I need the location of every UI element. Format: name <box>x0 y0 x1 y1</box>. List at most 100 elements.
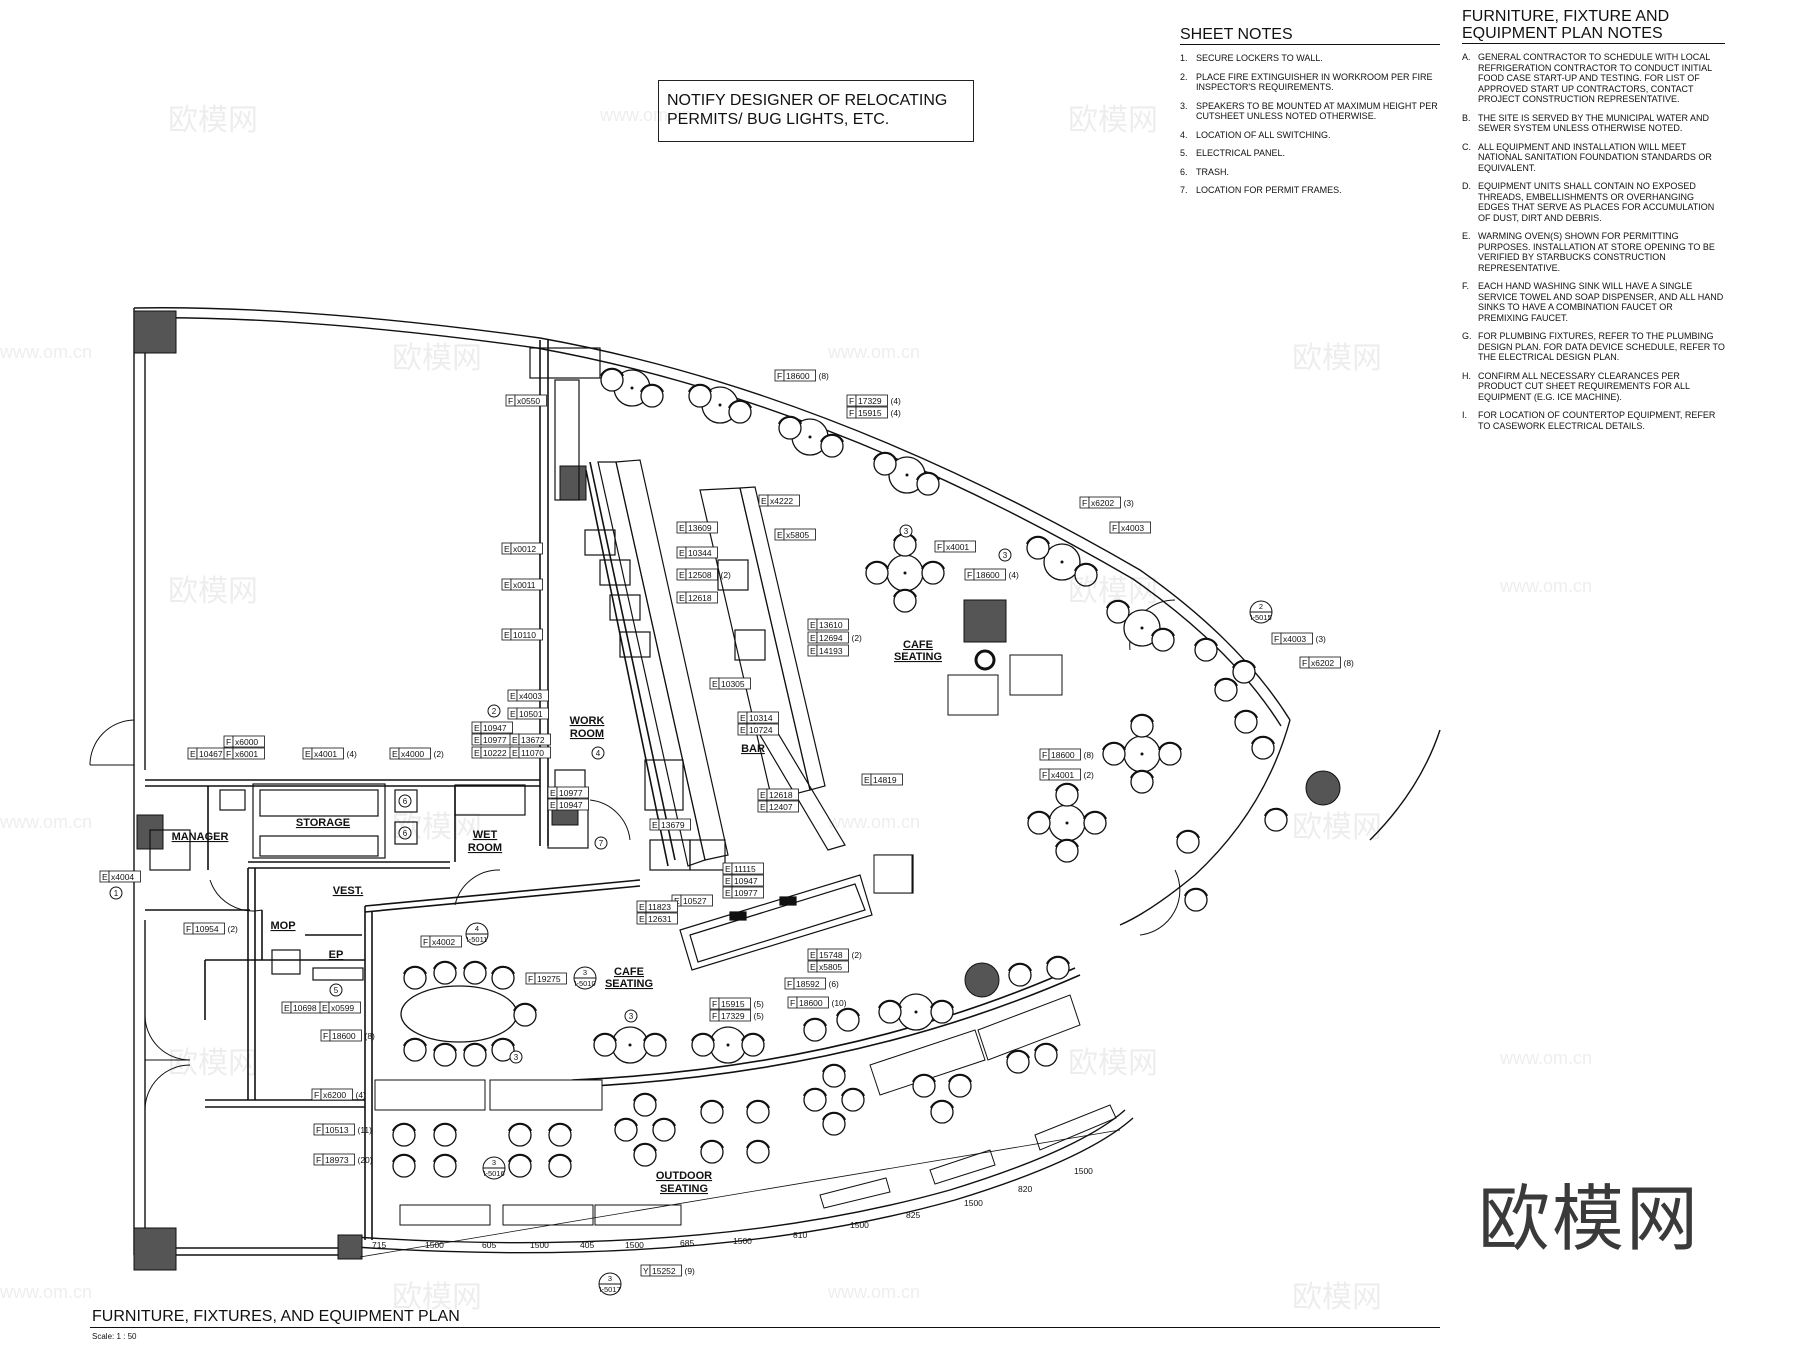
tag-code: 17329 <box>721 1011 745 1021</box>
note-number: H. <box>1462 370 1471 381</box>
note-item: 1.SECURE LOCKERS TO WALL. <box>1180 53 1440 64</box>
tag-prefix: E <box>679 593 685 603</box>
tag-quantity: (3) <box>1316 634 1327 644</box>
detail-sheet: I-5010 <box>574 979 595 988</box>
tag-prefix: F <box>967 570 972 580</box>
dim-label: 1500 <box>425 1240 444 1250</box>
tag-prefix: E <box>512 748 518 758</box>
room-label-outdoor: OUTDOOR <box>656 1170 712 1182</box>
tag-code: 13610 <box>819 620 843 630</box>
tag-code: 12694 <box>819 633 843 643</box>
outdoor-seating <box>374 994 1117 1226</box>
tag-code: 12407 <box>769 802 793 812</box>
interior-walls <box>145 340 1081 1240</box>
tag-prefix: E <box>284 1003 290 1013</box>
tag-code: x5805 <box>786 530 809 540</box>
detail-number: 4 <box>475 924 479 933</box>
tag-code: 10513 <box>325 1125 349 1135</box>
watermark-url: www.om.cn <box>828 812 921 832</box>
note-text: CONFIRM ALL NECESSARY CLEARANCES PER PRO… <box>1478 370 1690 402</box>
tag-prefix: F <box>186 924 191 934</box>
tag-prefix: E <box>474 748 480 758</box>
tag-code: 10344 <box>688 548 712 558</box>
room-label-work: ROOM <box>570 728 604 740</box>
room-labels: WORK ROOM BAR CAFE SEATING CAFE SEATING … <box>172 639 942 1195</box>
callout-line: PERMITS/ BUG LIGHTS, ETC. <box>667 111 890 128</box>
tag-prefix: E <box>679 570 685 580</box>
tag-code: 17329 <box>858 396 882 406</box>
ffe-notes-title: FURNITURE, FIXTURE AND EQUIPMENT PLAN NO… <box>1462 8 1725 44</box>
room-label-cafe: CAFE <box>903 639 933 651</box>
tag-code: 19275 <box>537 974 561 984</box>
tag-prefix: F <box>712 1011 717 1021</box>
tag-code: 14819 <box>873 775 897 785</box>
watermark-url: www.om.cn <box>0 1282 93 1302</box>
tag-quantity: (2) <box>228 924 239 934</box>
building-shell <box>133 307 1441 1256</box>
note-item: A.GENERAL CONTRACTOR TO SCHEDULE WITH LO… <box>1462 52 1725 105</box>
note-number: A. <box>1462 52 1471 62</box>
tag-code: 13679 <box>661 820 685 830</box>
tag-prefix: E <box>504 630 510 640</box>
tag-prefix: F <box>226 737 231 747</box>
tag-code: x6200 <box>323 1090 346 1100</box>
tag-prefix: E <box>740 713 746 723</box>
sheet-notes-title: SHEET NOTES <box>1180 26 1440 45</box>
watermark: 欧模网 <box>392 1280 482 1315</box>
tag-code: 10947 <box>734 876 758 886</box>
note-text: EQUIPMENT UNITS SHALL CONTAIN NO EXPOSED… <box>1478 181 1715 223</box>
tag-code: 11823 <box>648 902 671 912</box>
tag-code: 12618 <box>769 790 793 800</box>
tag-prefix: E <box>474 723 480 733</box>
note-item: G.FOR PLUMBING FIXTURES, REFER TO THE PL… <box>1462 331 1725 363</box>
tag-code: 10305 <box>721 679 745 689</box>
room-label-storage: STORAGE <box>296 817 350 829</box>
note-number: 2. <box>1180 71 1188 82</box>
tag-quantity: (3) <box>1124 498 1135 508</box>
tag-quantity: (8) <box>365 1031 376 1041</box>
tag-prefix: E <box>777 530 783 540</box>
tag-code: 18600 <box>976 570 1000 580</box>
tag-code: 10724 <box>749 725 773 735</box>
watermark-url: www.om.cn <box>1500 1048 1593 1068</box>
tag-prefix: F <box>1274 634 1279 644</box>
keynote-marker: 6 <box>403 829 408 838</box>
watermark: 欧模网 <box>392 341 482 376</box>
tag-prefix: E <box>504 544 510 554</box>
drawing-scale: Scale: 1 : 50 <box>92 1332 137 1341</box>
tag-code: 10698 <box>293 1003 317 1013</box>
note-item: D.EQUIPMENT UNITS SHALL CONTAIN NO EXPOS… <box>1462 181 1725 223</box>
tag-quantity: (4) <box>356 1090 367 1100</box>
tag-code: 10947 <box>559 800 583 810</box>
tag-prefix: E <box>322 1003 328 1013</box>
dim-label: 1500 <box>964 1198 983 1208</box>
tag-prefix: E <box>810 950 816 960</box>
tag-prefix: E <box>810 962 816 972</box>
note-item: E.WARMING OVEN(S) SHOWN FOR PERMITTING P… <box>1462 231 1725 273</box>
tag-code: x6001 <box>235 749 258 759</box>
watermark-url: www.om.cn <box>828 342 921 362</box>
tag-code: 10501 <box>519 709 543 719</box>
tag-prefix: E <box>810 620 816 630</box>
detail-number: 2 <box>1259 602 1263 611</box>
